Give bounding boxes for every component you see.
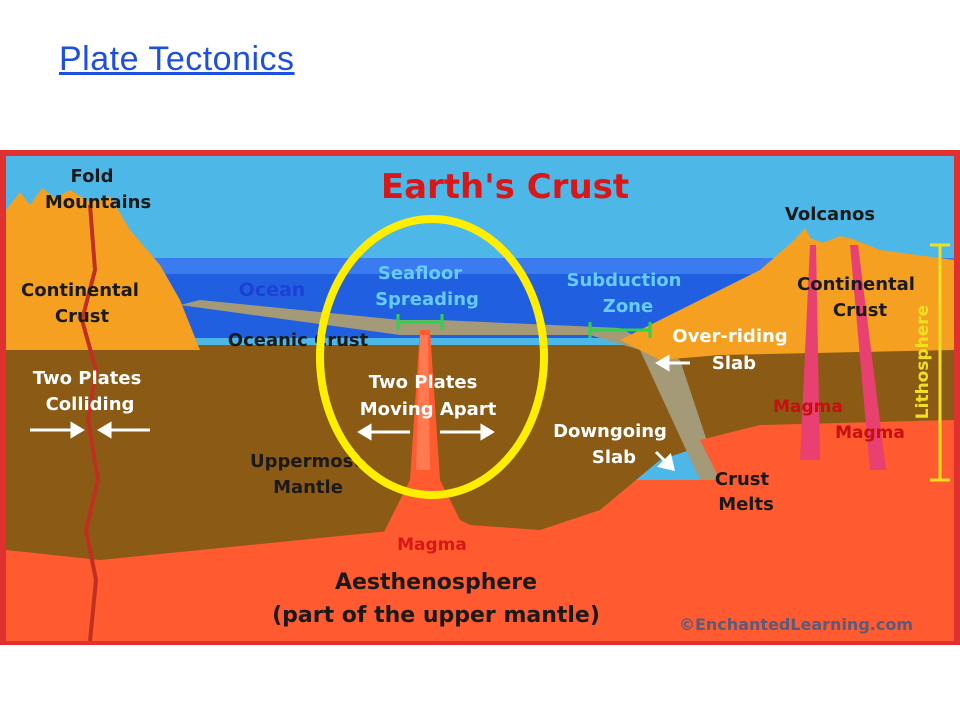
ocean-surface — [6, 258, 954, 274]
label-subduction-2: Zone — [603, 296, 653, 317]
label-continental-crust-right-2: Crust — [833, 300, 888, 321]
colliding-arrows — [30, 421, 150, 439]
label-magma-center: Magma — [397, 535, 467, 555]
label-magma-right-2: Magma — [835, 423, 905, 443]
lithosphere-bracket — [930, 243, 950, 482]
label-two-plates-colliding-1: Two Plates — [33, 368, 142, 389]
subduction-magma — [700, 420, 954, 480]
label-lithosphere: Lithosphere — [913, 305, 933, 419]
plate-tectonics-link[interactable]: Plate Tectonics — [59, 40, 295, 78]
label-uppermost-mantle-2: Mantle — [273, 477, 343, 498]
volcano-peaks — [790, 228, 855, 260]
magma-plume-right-1 — [800, 245, 820, 460]
label-downgoing-2: Slab — [592, 447, 636, 468]
label-aesthenosphere-note: (part of the upper mantle) — [272, 603, 600, 628]
continental-crust-right — [620, 235, 954, 360]
label-continental-crust-left-2: Crust — [55, 306, 110, 327]
label-seafloor-2: Spreading — [375, 289, 479, 310]
earths-crust-diagram: Earth's Crust Fold Mountains Continental… — [0, 150, 960, 645]
label-magma-right-1: Magma — [773, 397, 843, 417]
uppermost-mantle — [6, 345, 954, 560]
label-continental-crust-left-1: Continental — [21, 280, 139, 301]
subduction-marker — [588, 322, 652, 338]
label-overriding-2: Slab — [712, 353, 756, 374]
label-crust-melts-1: Crust — [715, 469, 770, 490]
label-two-plates-colliding-2: Colliding — [46, 394, 135, 415]
highlight-circle — [316, 215, 548, 499]
copyright-text: ©EnchantedLearning.com — [679, 615, 913, 634]
diagram-title: Earth's Crust — [381, 167, 629, 207]
label-aesthenosphere: Aesthenosphere — [335, 570, 537, 595]
magma-plume-right-2 — [850, 245, 886, 470]
label-downgoing-1: Downgoing — [553, 421, 667, 442]
overriding-arrow — [655, 354, 690, 372]
apart-arrows — [357, 423, 495, 441]
label-two-plates-apart-1: Two Plates — [369, 372, 478, 393]
label-continental-crust-right-1: Continental — [797, 274, 915, 295]
fault-line — [79, 204, 101, 642]
label-ocean: Ocean — [239, 279, 306, 301]
label-subduction-1: Subduction — [567, 270, 682, 291]
label-fold-mountains-2: Mountains — [45, 192, 151, 213]
seafloor-marker — [396, 314, 444, 330]
continental-crust-left — [6, 188, 200, 350]
label-uppermost-mantle-1: Uppermost — [250, 451, 362, 472]
label-oceanic-crust: Oceanic Crust — [228, 330, 369, 351]
label-volcanos: Volcanos — [785, 204, 875, 225]
label-overriding-1: Over-riding — [672, 326, 787, 347]
label-seafloor-1: Seafloor — [378, 263, 462, 284]
downgoing-arrow — [654, 450, 676, 472]
label-two-plates-apart-2: Moving Apart — [360, 399, 497, 420]
label-fold-mountains-1: Fold — [71, 166, 114, 187]
label-crust-melts-2: Melts — [718, 494, 774, 515]
magma-plume-center-core — [416, 335, 430, 470]
